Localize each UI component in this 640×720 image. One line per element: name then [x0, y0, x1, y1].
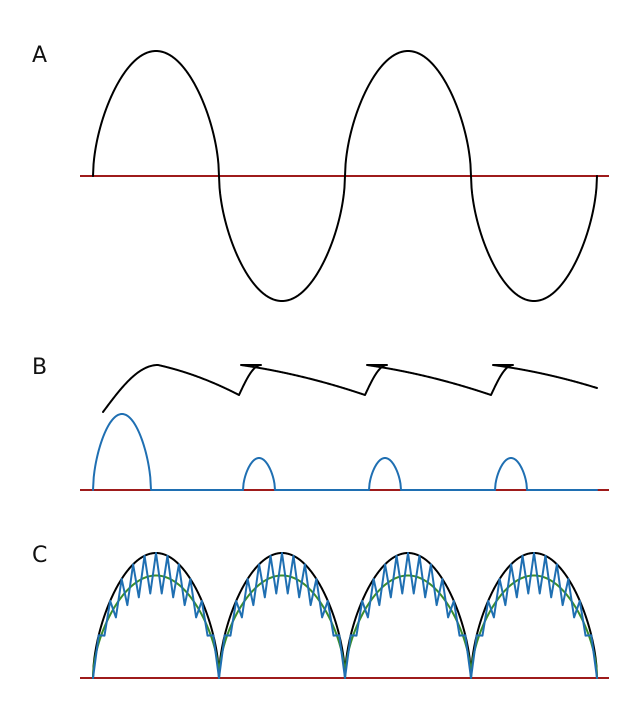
- panel-label-c: C: [32, 543, 47, 568]
- panel-label-a: A: [32, 43, 47, 68]
- panel-label-b: B: [32, 355, 47, 380]
- panel-b: B: [32, 355, 609, 491]
- panel-b-current-pulses-trace: [92, 413, 598, 491]
- panel-b-envelope-trace: [102, 364, 598, 413]
- panel-c: C: [32, 543, 609, 679]
- panel-c-envelope-trace: [92, 552, 598, 679]
- panel-c-ripple-trace: [92, 552, 598, 679]
- panel-a: A: [32, 43, 609, 302]
- panel-a-sine-trace: [92, 50, 598, 302]
